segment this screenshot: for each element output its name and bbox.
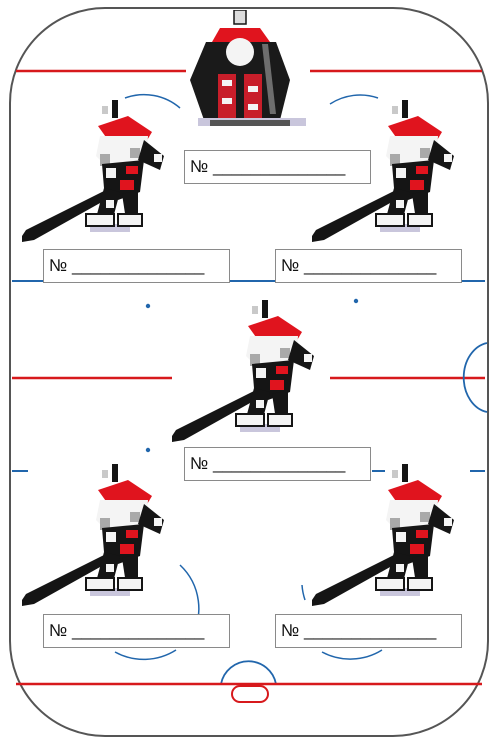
skater-left-bottom (20, 460, 172, 610)
left-top-number-label: № ______________ (49, 256, 204, 276)
left-bottom-number-field[interactable]: № ______________ (43, 614, 230, 648)
goal-net-bottom (232, 686, 268, 702)
center-number-field[interactable]: № ______________ (184, 447, 371, 481)
skater-left-top (20, 96, 172, 246)
skater-right-bottom (310, 460, 462, 610)
faceoff-dot-1 (146, 304, 150, 308)
faceoff-dot-2 (354, 299, 358, 303)
left-top-number-field[interactable]: № ______________ (43, 249, 230, 283)
right-top-number-label: № ______________ (281, 256, 436, 276)
skater-center (170, 296, 322, 446)
center-number-label: № ______________ (190, 454, 345, 474)
left-bottom-number-label: № ______________ (49, 621, 204, 641)
goalie-number-label: № ______________ (190, 157, 345, 177)
goalie-number-field[interactable]: № ______________ (184, 150, 371, 184)
faceoff-dot-3 (146, 448, 150, 452)
right-top-number-field[interactable]: № ______________ (275, 249, 462, 283)
right-bottom-number-label: № ______________ (281, 621, 436, 641)
goalie-figure (184, 10, 314, 140)
right-bottom-number-field[interactable]: № ______________ (275, 614, 462, 648)
